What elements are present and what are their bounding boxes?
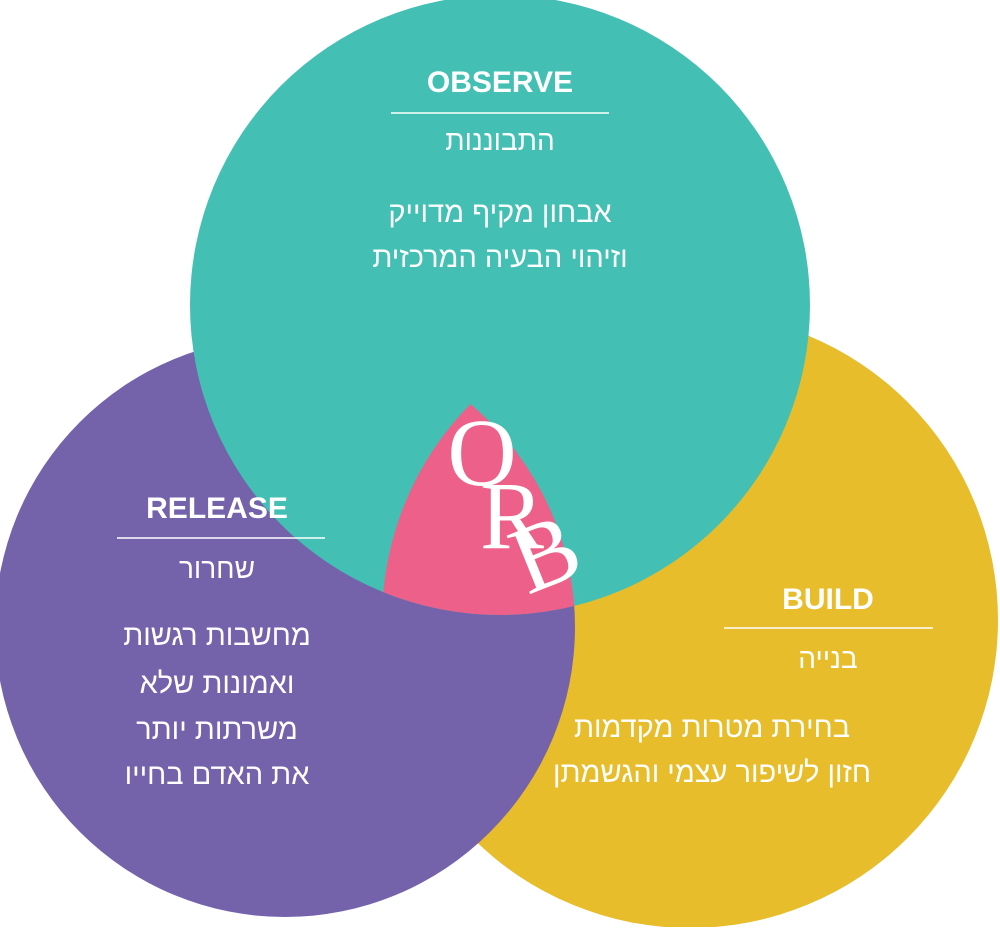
- release-line-4: את האדם בחייו: [125, 759, 310, 791]
- build-label-group: BUILD בנייה בחירת מטרות מקדמות חזון לשיפ…: [553, 583, 933, 789]
- release-line-1: מחשבות רגשות: [123, 620, 311, 652]
- observe-label-group: OBSERVE התבוננות אבחון מקיף מדוייק וזיהו…: [372, 66, 627, 274]
- release-line-3: משרתות יותר: [136, 714, 298, 746]
- build-subtitle: בנייה: [798, 643, 857, 674]
- observe-line-1: אבחון מקיף מדוייק: [388, 197, 611, 229]
- observe-circle: [190, 0, 810, 615]
- release-line-2: ואמונות שלא: [140, 668, 295, 700]
- logo-letter-o: O: [447, 399, 516, 506]
- release-title: RELEASE: [146, 492, 288, 525]
- release-subtitle: שחרור: [179, 553, 255, 584]
- observe-subtitle: התבוננות: [445, 125, 555, 156]
- release-label-group: RELEASE שחרור מחשבות רגשות ואמונות שלא מ…: [117, 492, 325, 791]
- observe-line-2: וזיהוי הבעיה המרכזית: [372, 242, 627, 274]
- logo-letter-r: R: [480, 462, 544, 569]
- build-line-1: בחירת מטרות מקדמות: [574, 712, 850, 744]
- build-line-2: חזון לשיפור עצמי והגשמתן: [553, 757, 871, 789]
- observe-title: OBSERVE: [427, 66, 573, 99]
- build-title: BUILD: [782, 583, 874, 616]
